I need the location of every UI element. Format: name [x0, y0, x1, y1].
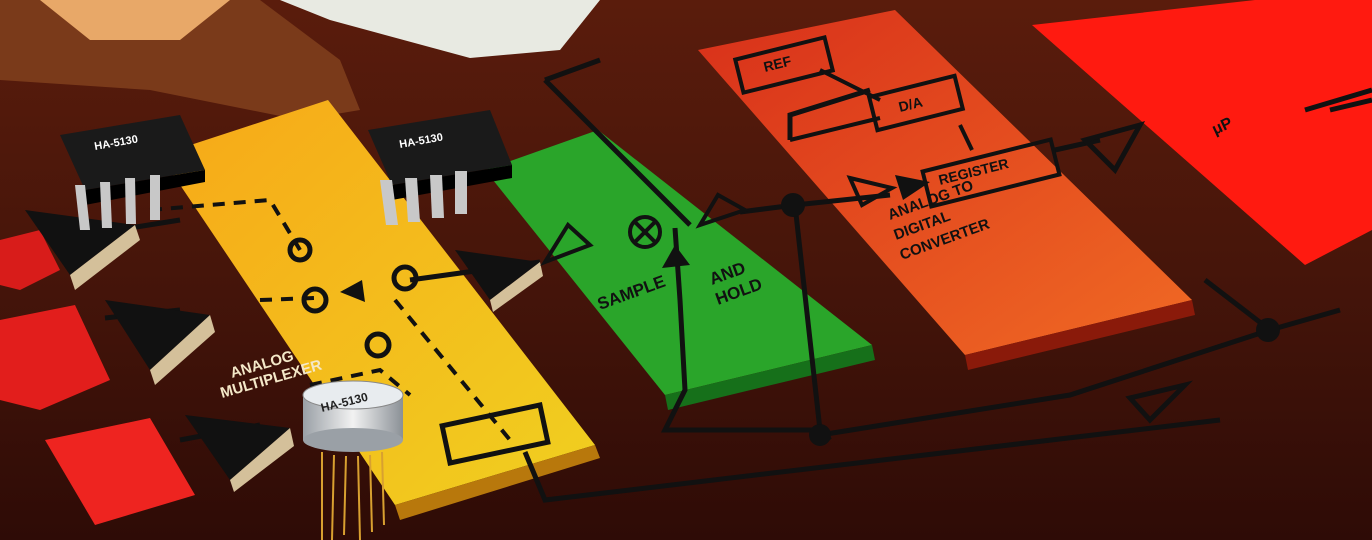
junction-dot: [809, 424, 831, 446]
can-bottom: [303, 428, 403, 452]
junction-dot: [781, 193, 805, 217]
junction-dot: [1256, 318, 1280, 342]
